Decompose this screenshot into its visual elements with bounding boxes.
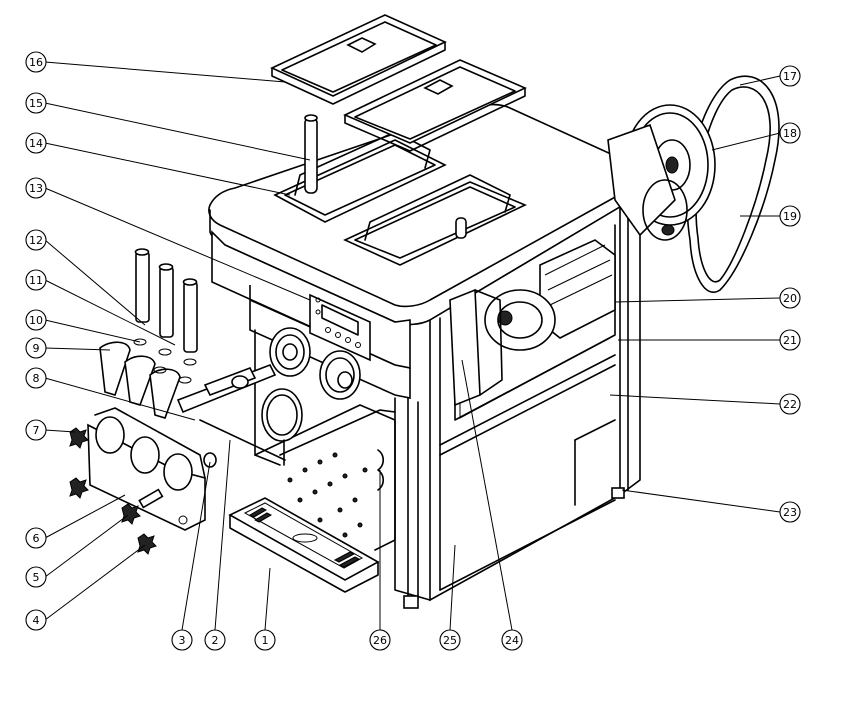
callout-21-label: 21	[783, 334, 797, 347]
callout-6: 6	[25, 527, 47, 549]
callout-14-label: 14	[29, 137, 43, 150]
callout-21: 21	[779, 329, 801, 351]
callout-3-label: 3	[179, 634, 186, 647]
callout-19-label: 19	[783, 210, 797, 223]
callout-1: 1	[254, 629, 276, 651]
callout-9-label: 9	[33, 342, 40, 355]
callout-5: 5	[25, 566, 47, 588]
callout-19: 19	[779, 205, 801, 227]
gearbox-block	[449, 288, 503, 407]
callout-7: 7	[25, 419, 47, 441]
callout-13-label: 13	[29, 182, 43, 195]
callout-2: 2	[204, 629, 226, 651]
cylinder-opening-left	[269, 327, 311, 377]
callout-17-label: 17	[783, 70, 797, 83]
callout-3: 3	[171, 629, 193, 651]
callout-15: 15	[25, 92, 47, 114]
callout-2-label: 2	[212, 634, 219, 647]
dispensing-door	[87, 407, 206, 531]
callout-26: 26	[369, 629, 391, 651]
callout-22-label: 22	[783, 398, 797, 411]
internal-motor	[484, 239, 616, 351]
leader-lines	[44, 61, 781, 631]
agitator-rod	[304, 114, 467, 239]
hopper-left	[273, 131, 447, 223]
small-bolt	[203, 452, 217, 468]
callout-23-label: 23	[783, 506, 797, 519]
callout-18: 18	[779, 122, 801, 144]
o-rings	[133, 338, 197, 384]
callout-20: 20	[779, 287, 801, 309]
callout-24: 24	[501, 629, 523, 651]
draw-handles	[99, 341, 181, 419]
callout-24-label: 24	[505, 634, 519, 647]
callout-25: 25	[439, 629, 461, 651]
callout-8: 8	[25, 367, 47, 389]
control-display	[309, 293, 371, 362]
callout-11: 11	[25, 269, 47, 291]
callout-23: 23	[779, 501, 801, 523]
callout-4: 4	[25, 609, 47, 631]
callout-17: 17	[779, 65, 801, 87]
callout-4-label: 4	[33, 614, 40, 627]
callout-15-label: 15	[29, 97, 43, 110]
hopper-right	[343, 174, 527, 266]
beater-shaft	[176, 363, 277, 414]
callout-12: 12	[25, 229, 47, 251]
callout-13: 13	[25, 177, 47, 199]
callout-10: 10	[25, 309, 47, 331]
callout-9: 9	[25, 337, 47, 359]
callout-14: 14	[25, 132, 47, 154]
cylinder-opening-lower	[261, 388, 303, 442]
callout-26-label: 26	[373, 634, 387, 647]
callout-11-label: 11	[29, 274, 43, 287]
callout-25-label: 25	[443, 634, 457, 647]
callout-18-label: 18	[783, 127, 797, 140]
callout-16: 16	[25, 51, 47, 73]
foot-right	[611, 487, 625, 499]
callout-22: 22	[779, 393, 801, 415]
foot-front	[403, 595, 419, 609]
drip-tray	[228, 497, 380, 593]
hopper-lid-right	[343, 59, 527, 152]
star-knobs	[69, 427, 164, 555]
callout-6-label: 6	[33, 532, 40, 545]
long-rod	[199, 419, 286, 466]
hopper-lid-left	[270, 14, 447, 105]
callout-7-label: 7	[33, 424, 40, 437]
callout-10-label: 10	[29, 314, 43, 327]
plunger-tubes	[134, 248, 198, 353]
callout-20-label: 20	[783, 292, 797, 305]
cylinder-opening-right	[319, 350, 361, 400]
callout-5-label: 5	[33, 571, 40, 584]
pulley-hub	[607, 123, 688, 241]
tray-holes	[287, 452, 368, 538]
cup-holder-spring	[377, 449, 385, 491]
callout-12-label: 12	[29, 234, 43, 247]
callout-16-label: 16	[29, 56, 43, 69]
callout-1-label: 1	[262, 634, 269, 647]
callout-8-label: 8	[33, 372, 40, 385]
